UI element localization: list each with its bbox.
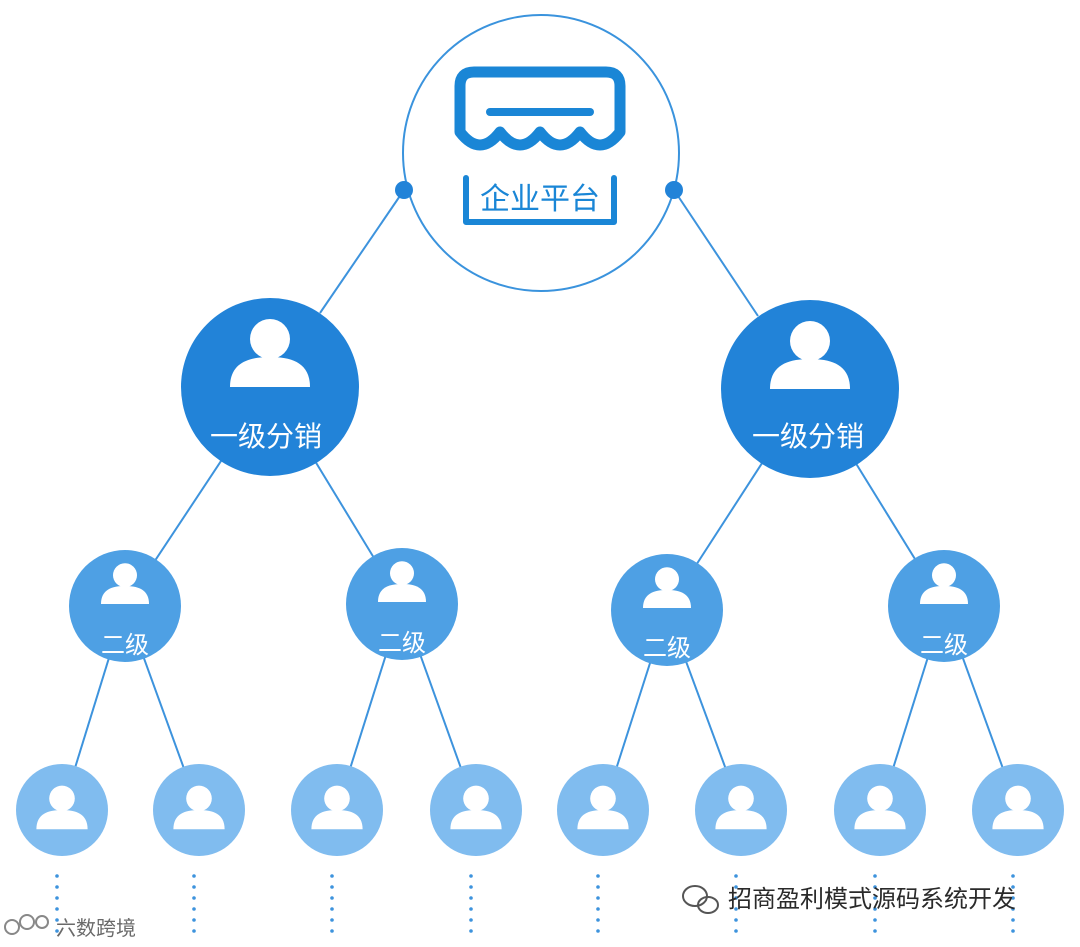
continuation-dot [1011,929,1015,933]
watermark-logo: 六数跨境 [4,914,136,940]
continuation-dot [192,874,196,878]
storefront-icon [454,66,626,225]
continuation-dot [469,885,473,889]
continuation-dot [1011,885,1015,889]
level3-node [153,764,245,856]
continuation-dot [330,874,334,878]
level1-node: 一级分销 [721,300,899,478]
continuation-dot [873,896,877,900]
continuation-dot [596,907,600,911]
continuation-dot [596,874,600,878]
continuation-dot [873,918,877,922]
connector-dot [395,181,413,199]
level2-circle [69,550,181,662]
level3-node [291,764,383,856]
continuation-dot [330,896,334,900]
level1-label: 一级分销 [210,420,322,453]
continuation-dot [734,907,738,911]
level2-label: 二级 [920,631,968,659]
edge-root-level1 [673,189,759,317]
continuation-dot [192,885,196,889]
continuation-dot [55,907,59,911]
watermark-text: 招商盈利模式源码系统开发 [728,885,1016,913]
continuation-dot [55,929,59,933]
level2-node: 二级 [346,548,458,660]
level3-node [557,764,649,856]
continuation-dot [469,896,473,900]
continuation-dot [192,907,196,911]
watermark-wechat: 招商盈利模式源码系统开发 [682,885,1016,914]
continuation-dot [469,929,473,933]
continuation-dot [55,896,59,900]
continuation-dot [469,918,473,922]
continuation-dot [192,929,196,933]
continuation-dot [734,896,738,900]
level3-node [695,764,787,856]
continuation-dot [873,929,877,933]
continuation-dot [1011,896,1015,900]
level2-label: 二级 [378,629,426,657]
level1-circle [181,298,359,476]
continuation-dot [55,918,59,922]
continuation-dots [55,874,1015,933]
level2-label: 二级 [101,631,149,659]
continuation-dot [596,929,600,933]
platform-label: 企业平台 [480,182,600,217]
logo-icon [4,914,49,935]
level2-circle [888,550,1000,662]
continuation-dot [192,918,196,922]
watermark-text: 六数跨境 [56,916,136,940]
edge-root-level1 [319,189,405,314]
continuation-dot [873,885,877,889]
level3-node [430,764,522,856]
continuation-dot [873,907,877,911]
connector-dot [665,181,683,199]
platform-node: 企业平台 [395,14,683,292]
continuation-dot [1011,907,1015,911]
continuation-dot [596,885,600,889]
continuation-dot [330,918,334,922]
level3-node [16,764,108,856]
continuation-dot [330,929,334,933]
level2-circle [346,548,458,660]
continuation-dot [330,885,334,889]
continuation-dot [55,885,59,889]
continuation-dot [469,874,473,878]
continuation-dot [55,874,59,878]
continuation-dot [192,896,196,900]
continuation-dot [1011,918,1015,922]
continuation-dot [469,907,473,911]
continuation-dot [873,874,877,878]
level1-node: 一级分销 [181,298,359,476]
level2-node: 二级 [611,554,723,666]
continuation-dot [596,918,600,922]
continuation-dot [1011,874,1015,878]
continuation-dot [596,896,600,900]
level2-node: 二级 [69,550,181,662]
level1-label: 一级分销 [752,420,864,453]
continuation-dot [734,874,738,878]
continuation-dot [734,885,738,889]
level3-node [972,764,1064,856]
level3-node [834,764,926,856]
level2-label: 二级 [643,634,691,662]
wechat-icon [682,885,719,914]
level1-circle [721,300,899,478]
continuation-dot [734,918,738,922]
continuation-dot [330,907,334,911]
level2-circle [611,554,723,666]
continuation-dot [734,929,738,933]
level2-node: 二级 [888,550,1000,662]
platform-ring [402,14,680,292]
